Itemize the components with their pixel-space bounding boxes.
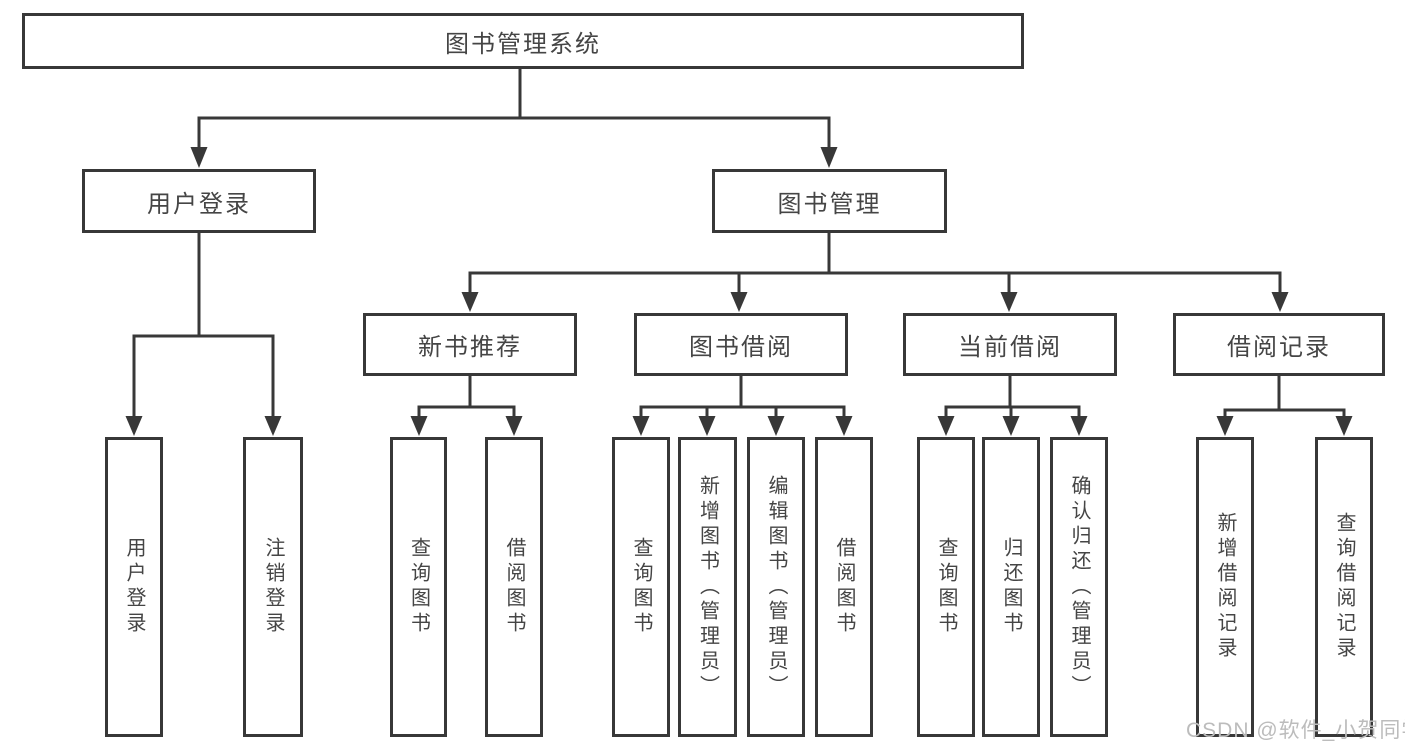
node-root: 图书管理系统	[22, 13, 1024, 69]
node-user-login: 用户登录	[82, 169, 316, 233]
node-new-book-recommendation: 新书推荐	[363, 313, 577, 376]
leaf-add-books-admin: 新增图书（管理员）	[678, 437, 737, 737]
leaf-query-books-recommendation: 查询图书	[390, 437, 447, 737]
leaf-borrow-books-recommendation: 借阅图书	[485, 437, 543, 737]
node-current-borrowing: 当前借阅	[903, 313, 1117, 376]
leaf-confirm-return-admin: 确认归还（管理员）	[1050, 437, 1108, 737]
leaf-query-books-borrowing: 查询图书	[612, 437, 670, 737]
leaf-edit-books-admin: 编辑图书（管理员）	[747, 437, 805, 737]
leaf-return-books: 归还图书	[982, 437, 1040, 737]
leaf-logout-login: 注销登录	[243, 437, 303, 737]
leaf-add-borrow-record: 新增借阅记录	[1196, 437, 1254, 737]
leaf-borrow-books-borrowing: 借阅图书	[815, 437, 873, 737]
leaf-query-borrow-record: 查询借阅记录	[1315, 437, 1373, 737]
node-book-management: 图书管理	[712, 169, 947, 233]
node-borrowing-records: 借阅记录	[1173, 313, 1385, 376]
watermark-text: CSDN @软件_小贺同学	[1186, 719, 1405, 742]
leaf-query-books-current: 查询图书	[917, 437, 975, 737]
leaf-user-login: 用户登录	[105, 437, 163, 737]
node-book-borrowing: 图书借阅	[634, 313, 848, 376]
